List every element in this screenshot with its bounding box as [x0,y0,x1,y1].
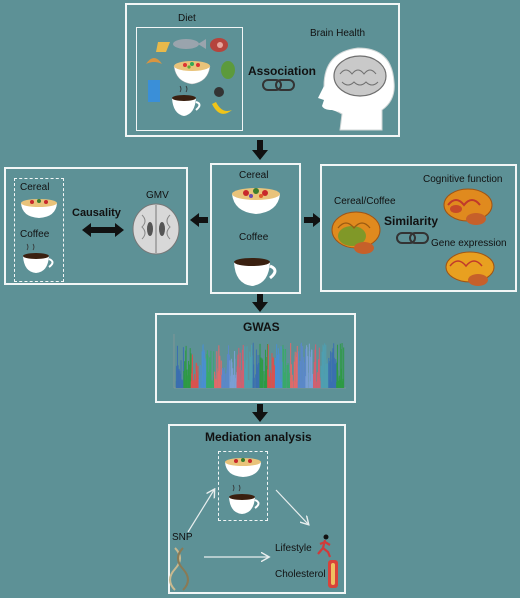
arrow-center-to-gwas [252,294,268,312]
lettuce-icon [221,61,235,79]
causality-panel [4,167,188,285]
lifestyle-label: Lifestyle [275,543,312,554]
coffee-cup-icon [172,85,201,116]
association-label: Association [248,64,317,78]
left-cereal-bowl-icon [21,199,57,218]
gwas-panel [155,313,356,403]
mediation-cereal-bowl-icon [225,458,261,477]
snp-label: SNP [172,532,193,543]
center-coffee-label: Coffee [239,232,269,243]
arrow-center-to-right [304,213,322,227]
tea-pot-icon [214,87,224,97]
left-food-dashed-box [14,178,64,282]
arrow-top-to-center [252,140,268,160]
mediation-title: Mediation analysis [205,430,312,444]
left-coffee-cup-icon [23,243,54,273]
gmv-brain-mri-icon [132,203,180,255]
diet-label: Diet [178,13,196,24]
manhattan-plot [173,334,346,389]
gene-expression-label: Gene expression [431,238,507,249]
snp-to-diet-arrow [187,490,214,533]
center-cereal-bowl-icon [232,188,280,214]
gmv-label: GMV [146,190,169,201]
gene-expression-brain-icon [445,251,495,286]
mediation-coffee-cup-icon [229,484,260,514]
left-coffee-label: Coffee [20,229,50,240]
mediation-path-arrows [187,424,346,594]
arrow-center-to-left [190,213,208,227]
croissant-icon [146,58,162,64]
water-glass-icon [148,80,160,102]
cereal-coffee-brain-icon [331,211,381,254]
diet-association-panel [125,3,400,137]
cheese-icon [156,42,170,52]
chain-link-icon [262,79,295,91]
cereal-bowl-icon [173,61,211,85]
similarity-panel [320,164,517,292]
brain-health-label: Brain Health [310,28,366,39]
artery-icon [328,560,338,588]
arrow-gwas-to-mediation [252,404,268,422]
cereal-coffee-label: Cereal/Coffee [334,196,396,207]
diet-to-lifestyle-arrow [275,489,308,524]
similarity-label: Similarity [384,214,439,228]
manhattan-points [175,342,345,388]
diet-foods-box [136,27,243,131]
dna-helix-icon [169,547,189,591]
center-cereal-label: Cereal [239,170,269,181]
causality-double-arrow-icon [82,223,124,237]
center-coffee-cup-icon [234,258,277,286]
brain-health-head-icon [318,47,395,131]
fish-icon [173,39,206,49]
mediation-food-dashed-box [218,451,268,521]
cereal-coffee-panel [210,163,301,294]
mediation-analysis-panel [168,424,346,594]
banana-icon [212,102,232,114]
causality-label: Causality [72,207,121,219]
cognitive-function-label: Cognitive function [423,174,503,185]
meat-icon [210,38,228,52]
runner-icon [317,534,332,558]
left-cereal-label: Cereal [20,182,50,193]
cholesterol-label: Cholesterol [275,569,326,580]
diet-foods-illustration [146,38,235,116]
gwas-title: GWAS [243,320,280,334]
cognitive-function-brain-icon [443,188,493,225]
similarity-chain-link-icon [396,232,429,244]
